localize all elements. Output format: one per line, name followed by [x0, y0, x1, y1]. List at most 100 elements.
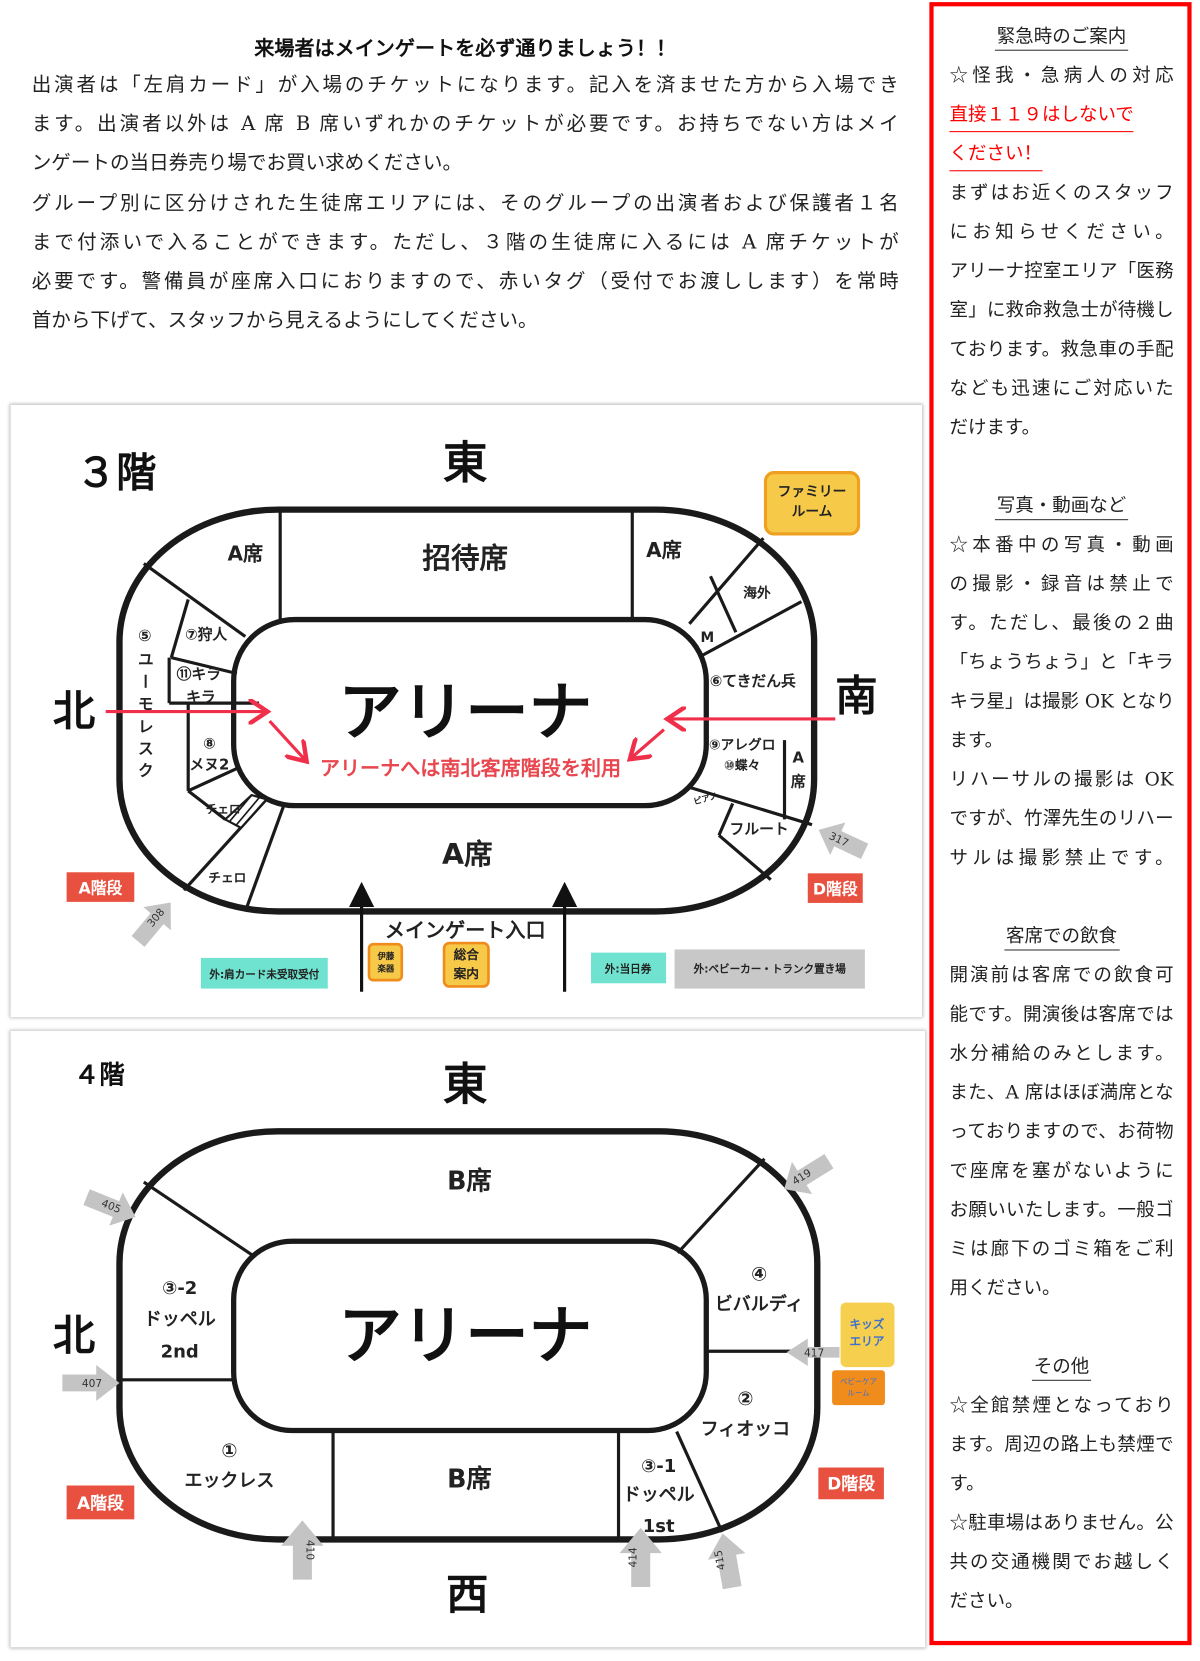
same-day-ticket-label: 外:当日券 — [604, 963, 652, 976]
door-arrow-415: 415 — [707, 1533, 746, 1590]
ito-gakki-label-1: 伊藤 — [376, 951, 394, 961]
intro-line: 首から下げて、スタッフから見えるようにしてください。 — [31, 309, 538, 333]
notice-warning-text: ください！ — [949, 139, 1042, 172]
stairs-d-badge — [818, 1467, 884, 1500]
section-2-line1: ② — [737, 1388, 753, 1410]
notice-line: 能です。開演後は客席では — [949, 1004, 1174, 1026]
notice-line: ☆本番中の写真・動画 — [949, 534, 1174, 557]
notice-lines: 緊急時のご案内☆怪我・急病人の対応直接１１９はしないでください！まずはお近くのス… — [949, 18, 1175, 1622]
family-room-box — [763, 471, 861, 536]
stairs-a-label: A階段 — [78, 878, 122, 897]
notice-line: す。ただし、最後の２曲 — [949, 613, 1174, 635]
notice-line: だけます。 — [949, 417, 1041, 439]
stairs-a-label: A階段 — [77, 1493, 124, 1513]
door-arrow-317: 317 — [818, 822, 869, 859]
section-cello-lower: チェロ — [208, 870, 246, 885]
section-piano: ピアノ — [692, 791, 718, 807]
door-arrow-410: 410 — [281, 1520, 324, 1580]
arena-label: アリーナ — [338, 1299, 592, 1373]
section-1-line2: エックレス — [185, 1471, 275, 1492]
notice-line: ですが、竹澤先生のリハー — [949, 808, 1174, 830]
notice-line: で座席を塞がないように — [949, 1160, 1174, 1183]
notice-line: 共の交通機関でお越しく — [949, 1552, 1174, 1574]
info-desk-label-1: 総合 — [454, 947, 480, 962]
card-desk-label: 外:肩カード未受取受付 — [208, 968, 319, 981]
section-3-2-line3: 2nd — [161, 1342, 199, 1363]
section-3-1-line2: ドッペル — [623, 1484, 695, 1505]
west-label: 西 — [446, 1570, 488, 1619]
intro-line: 出演者は「左肩カード」が入場のチケットになります。記入を済ませた方から入場でき — [31, 74, 899, 97]
section-8-line1: ⑧ — [203, 736, 216, 753]
section-6: ⑥てきだん兵 — [710, 672, 796, 690]
north-label: 北 — [53, 1311, 95, 1360]
notice-line: ☆全館禁煙となっており — [949, 1395, 1174, 1417]
door-arrow-414: 414 — [619, 1527, 662, 1588]
intro-line: ンゲートの当日券売り場でお買い求めください。 — [31, 152, 463, 175]
east-label: 東 — [443, 1060, 487, 1111]
door-arrow-417: 417 — [786, 1338, 840, 1367]
notice-warning-line: 直接１１９はしないで — [949, 96, 1173, 135]
section-m: M — [700, 630, 714, 646]
notice-section-title-text: 写真・動画など — [994, 495, 1129, 521]
section-2-line2: フィオッコ — [701, 1419, 790, 1440]
info-desk-label-2: 案内 — [453, 966, 479, 981]
family-room-label-2: ルーム — [792, 504, 833, 520]
notice-line: 「ちょうちょう」と「キラ — [949, 652, 1174, 674]
section-1-line1: ① — [221, 1440, 237, 1462]
section-cello-upper: チェロ — [206, 802, 241, 816]
section-9: ⑨アレグロ — [709, 737, 776, 754]
stroller-area-box — [674, 949, 865, 989]
stairs-d-label: D階段 — [827, 1474, 875, 1494]
section-10: ⑩蝶々 — [724, 758, 760, 773]
floor3-label: ３階 — [76, 450, 156, 496]
arena-label: アリーナ — [338, 675, 592, 749]
stairs-a-badge — [66, 1485, 135, 1520]
floor3-map: ３階 東 北 南 A席 招待席 A席 A席 — [53, 438, 878, 992]
east-label: 東 — [443, 438, 487, 489]
notice-line: ☆駐車場はありません。公 — [949, 1512, 1174, 1535]
notice-section-title-text: 客席での飲食 — [1003, 926, 1120, 951]
stairs-d-label: D階段 — [813, 879, 858, 898]
section-overseas: 海外 — [743, 584, 771, 601]
notice-line: また、A 席はほぼ満席とな — [949, 1082, 1174, 1104]
kids-area-label-1: キッズ — [850, 1317, 885, 1331]
notice-line: お願いいたします。一般ゴ — [949, 1200, 1174, 1222]
notice-line: っておりますので、お荷物 — [949, 1121, 1174, 1143]
section-b-seat-west: B席 — [447, 1464, 492, 1494]
floor4-label: ４階 — [74, 1060, 125, 1090]
intro-paragraph: 出演者は「左肩カード」が入場のチケットになります。記入を済ませた方から入場できま… — [32, 66, 899, 341]
section-a-seat-ne: A席 — [646, 538, 682, 562]
notice-line: ☆怪我・急病人の対応 — [949, 65, 1174, 87]
notice-line: リハーサルの撮影は OK — [949, 769, 1174, 791]
notice-section-title: 写真・動画など — [949, 487, 1173, 526]
door-number: 417 — [804, 1348, 824, 1360]
intro-line: ます。出演者以外は A 席 B 席いずれかのチケットが必要です。お持ちでない方は… — [31, 113, 899, 136]
notice-line: サルは撮影禁止です。 — [949, 847, 1174, 870]
section-4-line2: ビバルディ — [715, 1293, 804, 1315]
stairs-d-badge — [807, 873, 863, 903]
baby-care-label-1: ベビーケア — [840, 1377, 877, 1386]
notice-line: ミは廊下のゴミ箱をご利 — [949, 1239, 1174, 1261]
section-a-south-1: A — [793, 749, 805, 766]
ito-gakki-label-2: 楽器 — [376, 964, 394, 974]
section-3-2-line1: ③-2 — [162, 1278, 197, 1299]
family-room-label-1: ファミリー — [778, 484, 847, 500]
info-desk-box — [442, 941, 490, 988]
door-arrow-407: 407 — [62, 1364, 120, 1401]
arena-access-note: アリーナへは南北客席階段を利用 — [320, 756, 621, 780]
notice-line: の撮影・録音は禁止で — [949, 574, 1174, 596]
section-b-seat-east: B席 — [447, 1165, 492, 1195]
notice-section-title-text: 緊急時のご案内 — [994, 26, 1129, 51]
main-gate-label: メインゲート入口 — [385, 918, 546, 942]
section-invited: 招待席 — [422, 542, 508, 575]
intro-line: まで付添いで入ることができます。ただし、３階の生徒席に入るには A 席チケットが — [31, 231, 899, 254]
section-3-1-line1: ③-1 — [641, 1456, 676, 1477]
baby-care-box — [832, 1370, 885, 1406]
notice-section-title: 緊急時のご案内 — [949, 18, 1173, 57]
kids-area-label-2: エリア — [850, 1334, 885, 1348]
notice-line: アリーナ控室エリア「医務 — [949, 261, 1174, 283]
main-gate-arrows — [348, 881, 578, 992]
door-number: 407 — [82, 1378, 102, 1390]
section-8-line2: メヌ2 — [189, 757, 229, 774]
